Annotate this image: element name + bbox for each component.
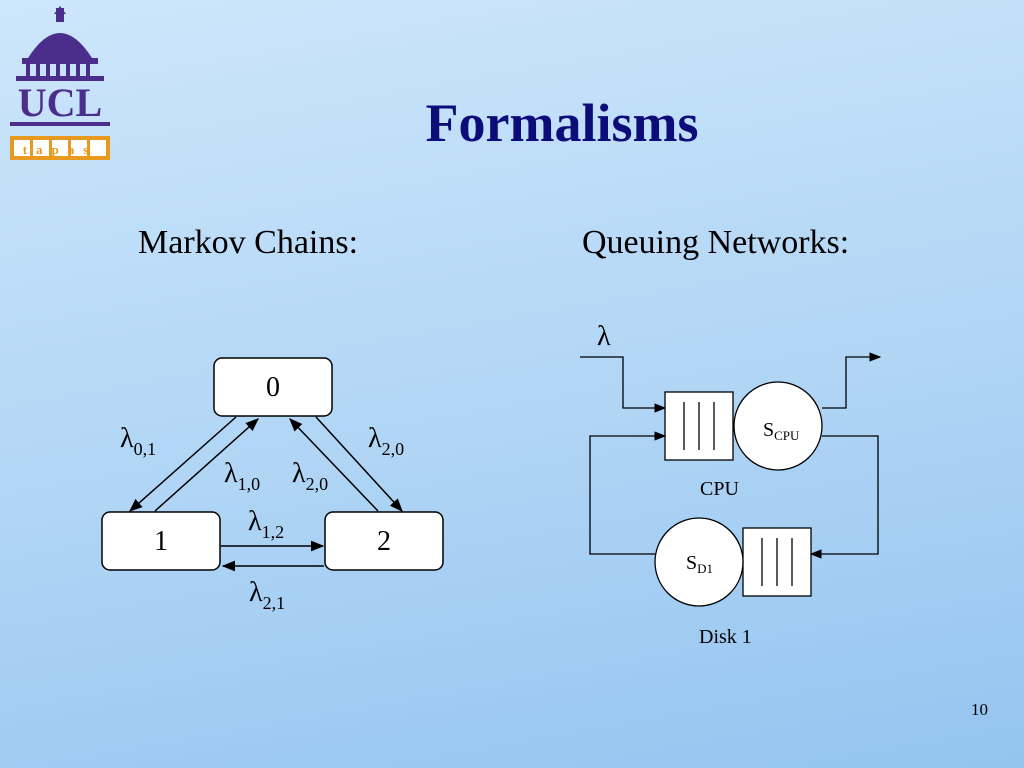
state-1-label: 1 — [154, 526, 168, 557]
arrival-rate-label: λ — [597, 321, 611, 352]
cpu-server-label: SCPU — [763, 419, 800, 443]
edge-0-2 — [315, 416, 403, 512]
label-1-2: λ1,2 — [248, 506, 284, 542]
logo-subtext: tapas — [23, 142, 98, 157]
label-1-0: λ1,0 — [224, 458, 260, 494]
cpu-to-disk-arrow — [809, 435, 879, 559]
state-0-label: 0 — [266, 372, 280, 403]
label-2-0-inner: λ2,0 — [292, 458, 328, 494]
edge-0-1 — [128, 416, 237, 512]
queuing-network: λ SCPU CPU SD1 Disk 1 — [580, 321, 882, 648]
cpu-server — [733, 381, 823, 471]
disk-server — [654, 517, 744, 607]
logo-text: UCL — [18, 80, 102, 125]
queuing-heading: Queuing Networks: — [582, 224, 850, 261]
state-2 — [324, 511, 444, 571]
label-2-1: λ2,1 — [249, 577, 285, 613]
state-1 — [101, 511, 221, 571]
departure-arrow — [822, 352, 882, 409]
cpu-label: CPU — [700, 478, 739, 500]
disk-server-label: SD1 — [686, 552, 713, 576]
label-0-1: λ0,1 — [120, 423, 156, 459]
ucl-logo: UCL tapas — [10, 6, 110, 160]
state-0 — [213, 357, 333, 417]
label-2-0-outer: λ2,0 — [368, 423, 404, 459]
slide-title: Formalisms — [425, 93, 699, 153]
edge-2-0 — [289, 418, 379, 512]
arrival-arrow — [580, 356, 667, 413]
markov-heading: Markov Chains: — [138, 224, 359, 261]
state-2-label: 2 — [377, 526, 391, 557]
edge-1-0 — [154, 418, 260, 512]
page-number: 10 — [971, 700, 988, 719]
disk-to-cpu-arrow — [589, 431, 667, 555]
markov-chain: 0 1 2 λ0,1 λ1,0 λ2,0 λ2,0 λ1,2 λ2,1 — [101, 357, 444, 613]
disk-label: Disk 1 — [699, 626, 752, 648]
